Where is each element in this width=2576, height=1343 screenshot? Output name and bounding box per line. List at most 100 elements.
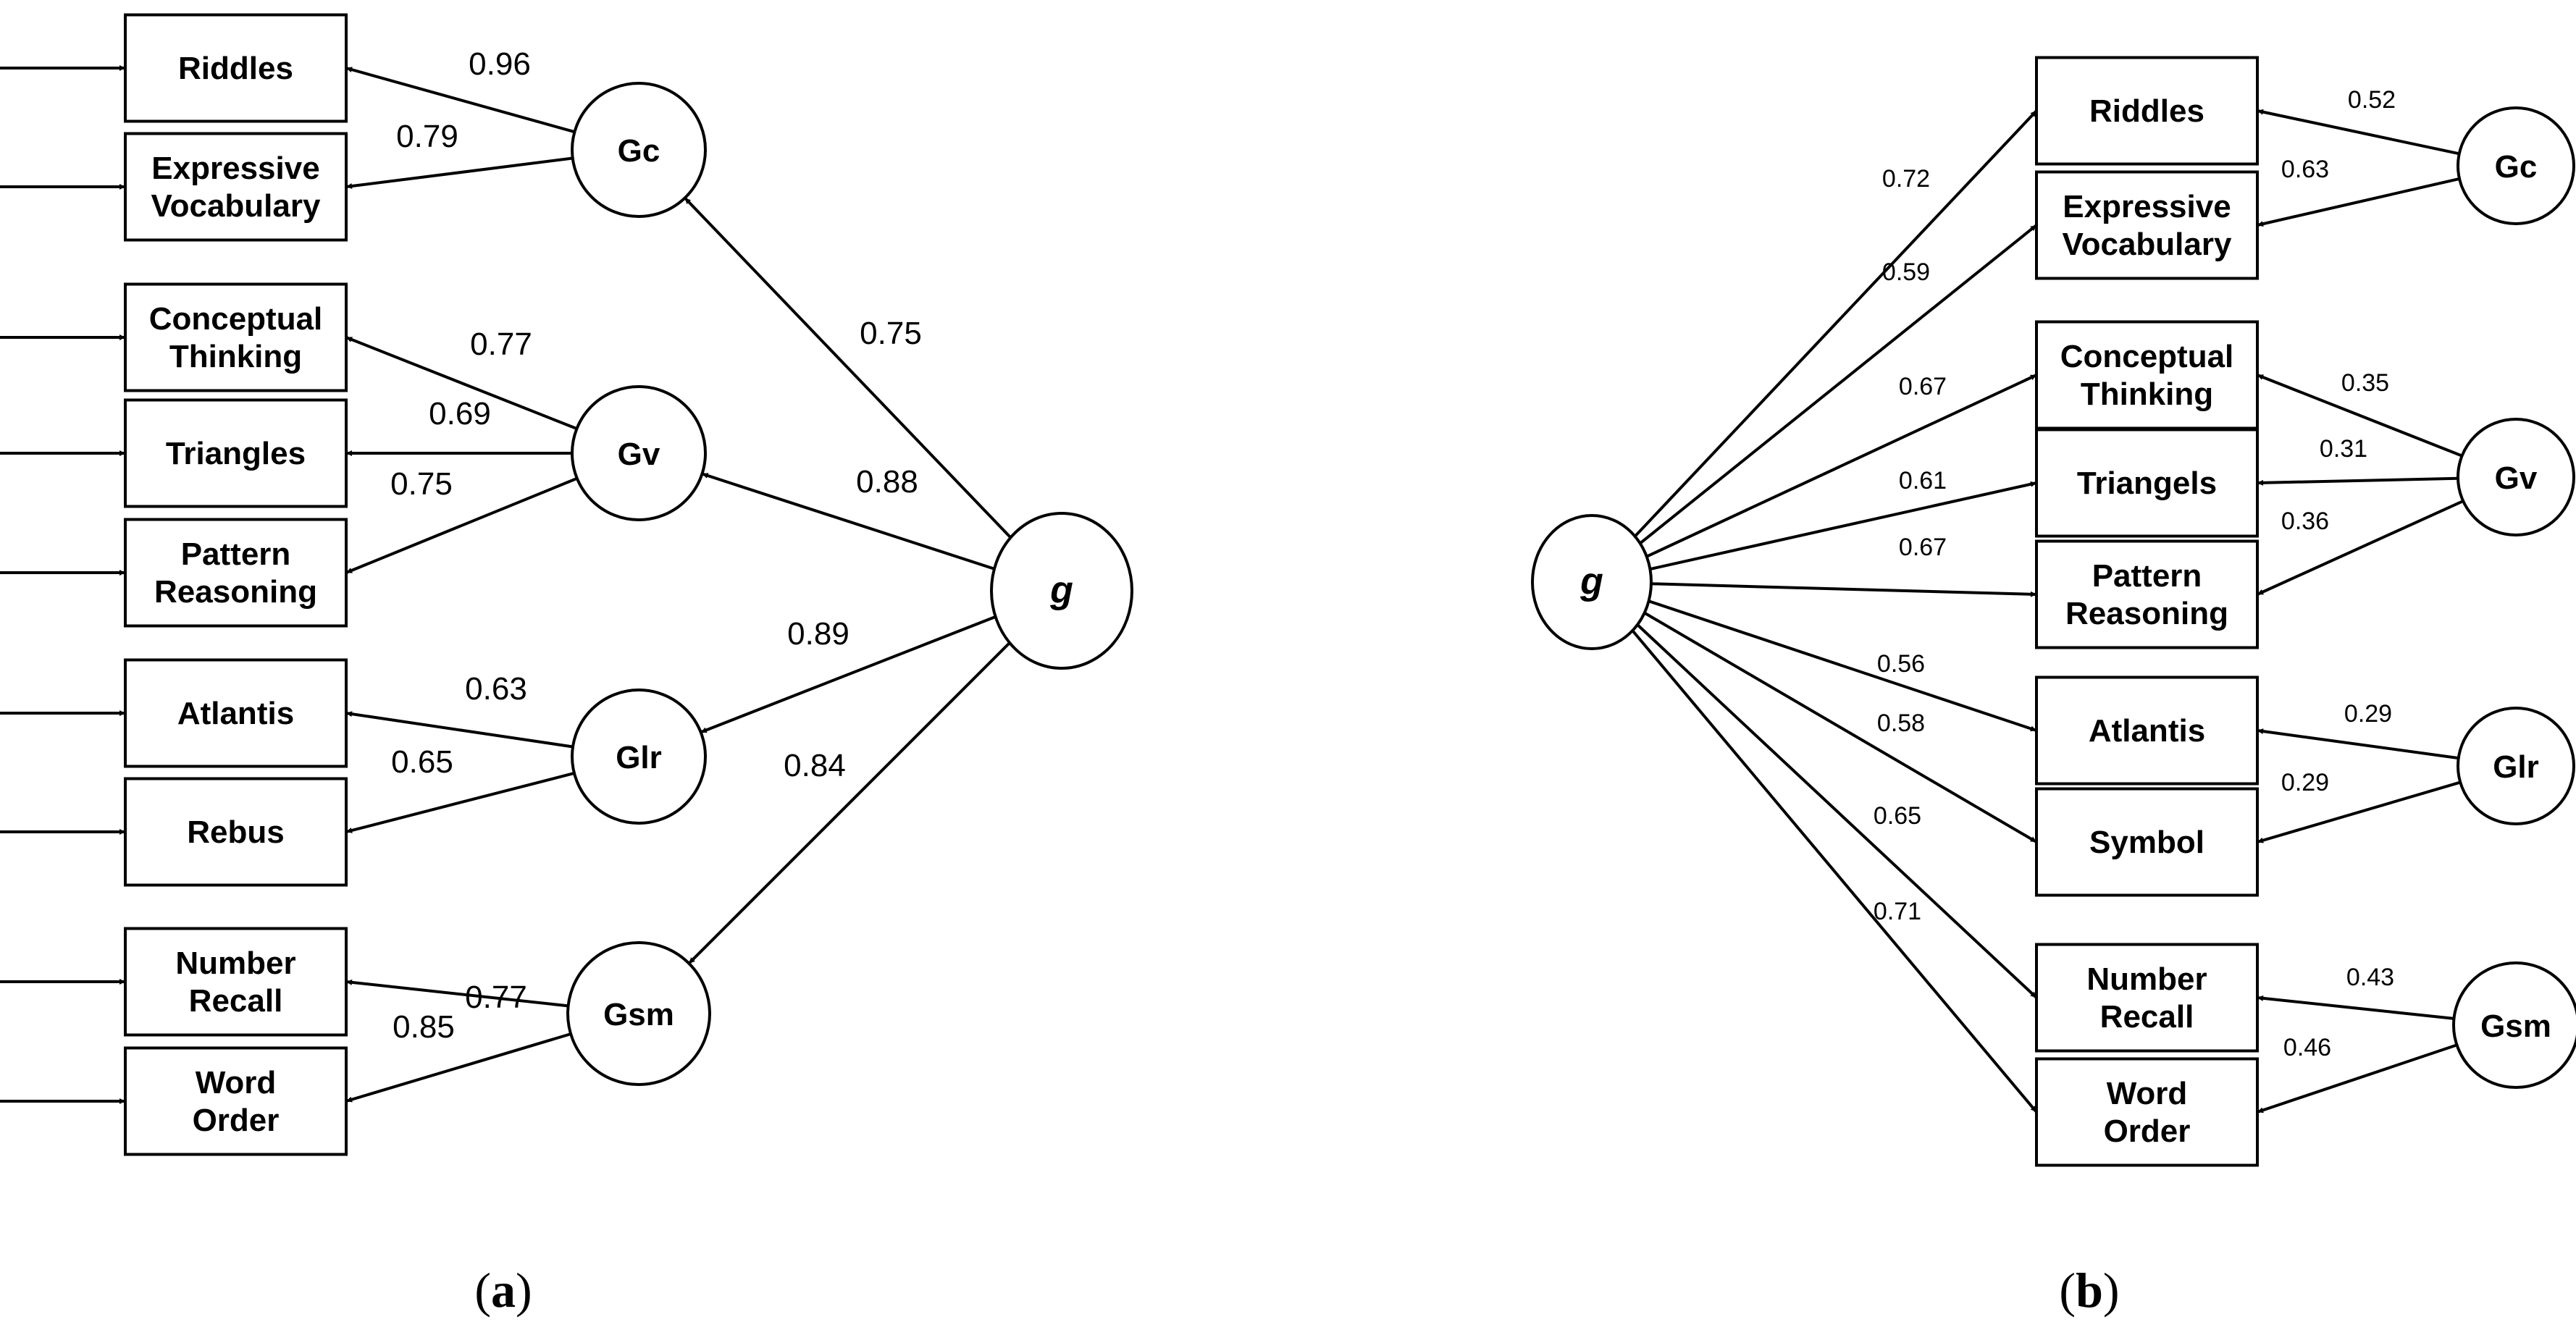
factor-node-circle xyxy=(2457,106,2575,225)
g-loading-arrow xyxy=(1648,599,2037,732)
g-loading-arrow xyxy=(1631,629,2038,1113)
g-loading-arrow xyxy=(687,641,1011,965)
indicator-box-rect xyxy=(2035,170,2259,280)
indicator-box-label-line: Reasoning xyxy=(2065,596,2228,631)
factor-node-circle xyxy=(571,689,707,825)
g-loading-arrow xyxy=(1639,224,2038,545)
loading-value: 0.36 xyxy=(2281,508,2329,535)
loading-value: 0.77 xyxy=(470,327,532,362)
indicator-box-label-line: Atlantis xyxy=(2089,713,2205,749)
loading-value: 0.77 xyxy=(465,980,527,1015)
indicator-box-label-line: Rebus xyxy=(187,814,284,850)
factor-node-label: Gsm xyxy=(2480,1009,2551,1044)
g-loading-value: 0.65 xyxy=(1874,802,1921,830)
general-factor-node-circle xyxy=(990,512,1133,670)
indicator-box-label-line: Word xyxy=(2107,1076,2188,1111)
general-factor-node-circle xyxy=(1531,514,1653,650)
g-loading-value: 0.61 xyxy=(1899,467,1947,494)
loading-value: 0.63 xyxy=(2281,156,2329,183)
factor-node-circle xyxy=(571,82,707,218)
indicator-box-label-line: Number xyxy=(175,946,295,981)
general-factor-node: g xyxy=(990,512,1133,670)
indicator-box-rect xyxy=(124,658,348,768)
g-loading-arrow xyxy=(1634,109,2038,538)
loading-arrow xyxy=(2257,780,2461,843)
indicator-box-rect xyxy=(124,282,348,392)
panel-a-edges xyxy=(0,65,1012,1104)
indicator-box-rect xyxy=(124,777,348,887)
indicator-box-label-line: Pattern xyxy=(181,536,291,572)
g-loading-value: 0.72 xyxy=(1882,165,1930,193)
factor-node-label: Gv xyxy=(2495,460,2538,496)
loading-value: 0.52 xyxy=(2348,86,2396,114)
indicator-box-label-line: Pattern xyxy=(2092,558,2202,594)
loading-arrow xyxy=(2257,500,2464,596)
indicator-box-label-line: Thinking xyxy=(169,339,302,374)
g-loading-value: 0.75 xyxy=(860,316,922,351)
indicator-box: Riddles xyxy=(124,13,348,123)
factor-node-label: Gc xyxy=(2495,149,2538,185)
loading-value: 0.29 xyxy=(2344,700,2392,728)
loading-arrow xyxy=(2257,995,2454,1020)
indicator-box-label-line: Conceptual xyxy=(2060,339,2234,374)
g-loading-arrow xyxy=(1649,481,2037,571)
panel-a-letter: a xyxy=(491,1263,516,1318)
factor-node: Glr xyxy=(571,689,707,825)
panel-b-edges xyxy=(1631,109,2464,1113)
g-loading-arrow xyxy=(700,615,997,734)
indicator-box: Rebus xyxy=(124,777,348,887)
loading-arrow xyxy=(345,336,578,430)
indicator-box-rect xyxy=(2035,943,2259,1053)
indicator-box-rect xyxy=(2035,320,2259,430)
indicator-box-label-line: Word xyxy=(196,1065,277,1100)
indicator-box: Triangels xyxy=(2035,428,2259,538)
indicator-box-rect xyxy=(2035,1057,2259,1167)
loading-arrow xyxy=(2257,1043,2458,1113)
factor-node-circle xyxy=(571,385,707,521)
loading-arrow xyxy=(345,156,573,189)
indicator-box: Triangles xyxy=(124,398,348,508)
factor-node: Gv xyxy=(571,385,707,521)
loading-arrow xyxy=(345,771,575,833)
g-loading-value: 0.58 xyxy=(1877,710,1925,737)
factor-node: Gv xyxy=(2457,418,2575,536)
indicator-box: Atlantis xyxy=(124,658,348,768)
loading-value: 0.85 xyxy=(393,1009,455,1045)
indicator-box-label-line: Conceptual xyxy=(149,301,323,337)
indicator-box-label-line: Recall xyxy=(2100,999,2194,1035)
indicator-box-rect xyxy=(2035,539,2259,649)
loading-arrow xyxy=(2257,177,2460,227)
g-loading-arrow xyxy=(1636,623,2038,999)
g-loading-arrow xyxy=(1645,374,2037,558)
loading-arrow xyxy=(345,67,575,134)
indicator-box-label-line: Number xyxy=(2086,961,2207,997)
indicator-box-rect xyxy=(2035,56,2259,166)
indicator-box-label-line: Order xyxy=(193,1103,280,1138)
loading-arrow xyxy=(345,711,574,749)
factor-node-circle xyxy=(566,941,711,1086)
loading-value: 0.96 xyxy=(469,46,531,82)
factor-node-circle xyxy=(2457,707,2575,825)
indicator-box-rect xyxy=(2035,787,2259,897)
g-loading-value: 0.59 xyxy=(1882,258,1930,286)
loading-value: 0.75 xyxy=(390,466,453,502)
indicator-box-label-line: Triangles xyxy=(166,436,306,471)
indicator-box-label-line: Vocabulary xyxy=(151,188,321,224)
general-factor-node-label: g xyxy=(1049,569,1073,611)
indicator-box-rect xyxy=(124,927,348,1037)
loading-arrow xyxy=(345,476,578,574)
factor-node: Gsm xyxy=(566,941,711,1086)
indicator-box-label-line: Atlantis xyxy=(177,696,294,731)
indicator-box-label-line: Symbol xyxy=(2089,825,2204,860)
indicator-box-rect xyxy=(2035,428,2259,538)
factor-node-label: Gv xyxy=(618,437,660,472)
indicator-box-label-line: Expressive xyxy=(151,151,319,186)
loading-arrow xyxy=(345,1032,571,1103)
indicator-box-label-line: Recall xyxy=(189,983,283,1019)
